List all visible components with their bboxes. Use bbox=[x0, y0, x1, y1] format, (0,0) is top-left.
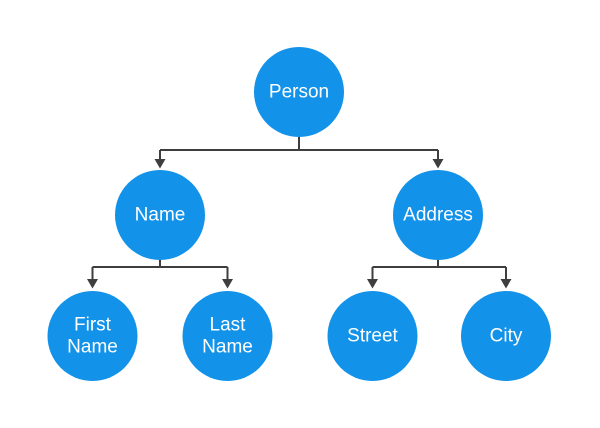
node-first-name bbox=[47, 291, 138, 381]
node-address-label: Address bbox=[403, 205, 473, 226]
node-group: Person Name Address First Name Last Name… bbox=[47, 47, 551, 381]
node-address bbox=[393, 170, 483, 260]
node-first-name-label-line2: Name bbox=[67, 337, 118, 358]
arrowhead-to-last-name-icon bbox=[222, 279, 233, 289]
arrowhead-to-name-icon bbox=[154, 159, 166, 169]
node-person-label: Person bbox=[269, 82, 329, 103]
node-name-label: Name bbox=[135, 205, 186, 226]
node-street-label: Street bbox=[347, 326, 398, 347]
edge-address-children bbox=[371, 260, 507, 280]
edge-name-children bbox=[91, 260, 229, 280]
node-city-label: City bbox=[490, 326, 523, 347]
connector-group bbox=[87, 137, 512, 289]
arrowhead-to-first-name-icon bbox=[87, 279, 98, 289]
node-person bbox=[254, 47, 344, 137]
arrowhead-to-address-icon bbox=[432, 159, 444, 169]
arrowhead-to-street-icon bbox=[367, 279, 378, 289]
node-city bbox=[461, 291, 551, 381]
node-last-name-label-line1: Last bbox=[210, 315, 247, 336]
node-first-name-label-line1: First bbox=[74, 315, 112, 336]
node-last-name-label-line2: Name bbox=[202, 337, 253, 358]
arrowhead-to-city-icon bbox=[500, 279, 512, 289]
edge-person-children bbox=[159, 137, 439, 160]
node-street bbox=[327, 291, 418, 381]
node-name bbox=[115, 170, 205, 260]
node-last-name bbox=[182, 291, 273, 381]
